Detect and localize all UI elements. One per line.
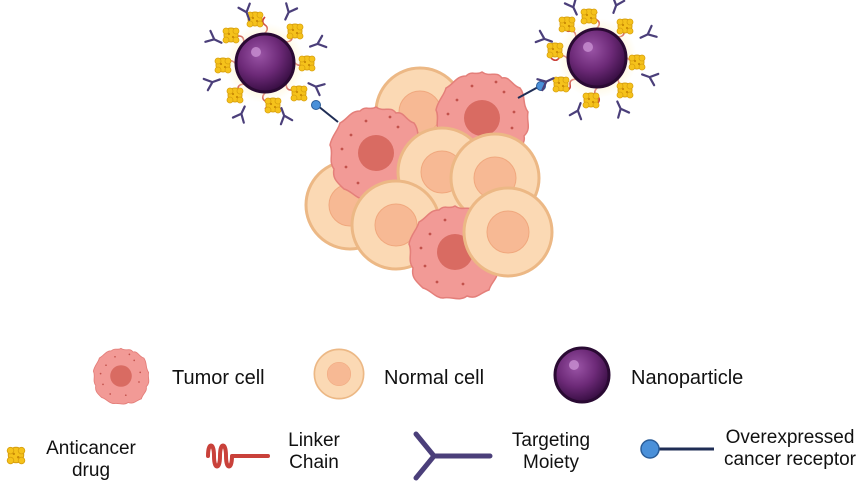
legend-cancer-receptor: Overexpressed cancer receptor [640, 427, 857, 470]
legend-normal-cell-label: Normal cell [384, 367, 484, 389]
legend-targeting-moiety: Targeting Moiety [413, 430, 590, 481]
legend-targeting-moiety-line1: Targeting [512, 430, 590, 451]
cancer-receptor-icon [640, 439, 660, 459]
legend-tumor-cell-label: Tumor cell [172, 367, 265, 389]
legend-nanoparticle-label: Nanoparticle [631, 367, 743, 389]
nanoparticle-icon [553, 346, 611, 404]
normal-cell [462, 186, 554, 278]
legend: Tumor cell Normal cell Nanoparticle Anti… [6, 346, 857, 481]
cancer-receptor [311, 100, 339, 123]
legend-cancer-receptor-line1: Overexpressed [726, 427, 855, 448]
legend-anticancer-drug-line1: Anticancer [46, 438, 136, 459]
linker-chain-icon [206, 443, 270, 469]
legend-anticancer-drug-line2: drug [72, 460, 110, 481]
legend-cancer-receptor-line2: cancer receptor [724, 449, 857, 470]
legend-normal-cell: Normal cell [313, 348, 484, 400]
cancer-receptor [517, 81, 546, 99]
nanoparticle-assembly-left [202, 2, 328, 126]
legend-targeting-moiety-line2: Moiety [523, 452, 579, 473]
targeting-moiety-icon [413, 431, 493, 481]
anticancer-drug-icon [6, 446, 26, 465]
normal-cell-icon [313, 348, 365, 400]
tumor-cell-icon [92, 347, 150, 405]
legend-linker-chain: Linker Chain [206, 430, 341, 473]
cell-cluster [304, 66, 554, 300]
legend-anticancer-drug: Anticancer drug [6, 438, 137, 481]
legend-linker-chain-line1: Linker [288, 430, 340, 451]
legend-linker-chain-line2: Chain [289, 452, 339, 473]
legend-nanoparticle: Nanoparticle [553, 346, 743, 404]
legend-tumor-cell: Tumor cell [92, 347, 265, 405]
nanoparticle-assembly-right [534, 0, 660, 121]
